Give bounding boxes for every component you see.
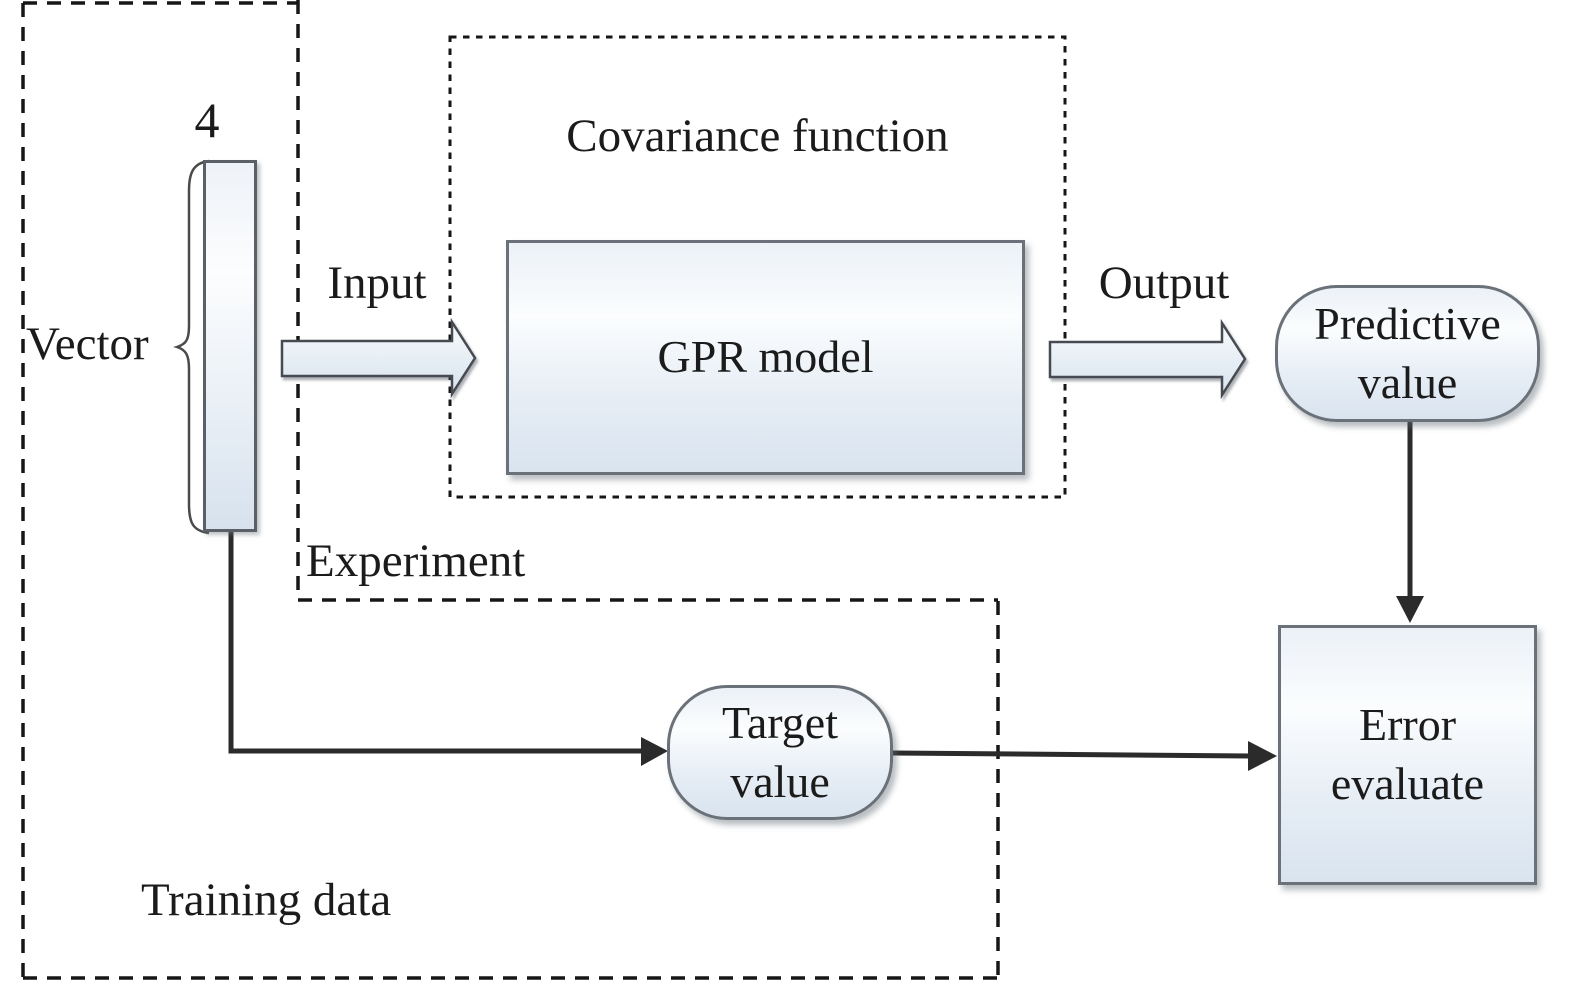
target-value-label: Target value — [722, 696, 838, 807]
output-label: Output — [1098, 257, 1230, 309]
predictive-to-error-arrow — [1396, 420, 1424, 623]
target-to-error-arrow — [892, 741, 1277, 771]
covariance-function-label: Covariance function — [566, 110, 949, 162]
predictive-value-node: Predictive value — [1275, 285, 1540, 422]
vector-to-target-arrow — [228, 530, 668, 766]
covariance-region-border — [448, 35, 1067, 499]
vector-label: Vector — [26, 318, 149, 370]
output-block-arrow — [1048, 318, 1247, 400]
vector-bar — [203, 160, 257, 532]
target-value-node: Target value — [667, 685, 893, 820]
vector-brace — [173, 159, 210, 535]
predictive-value-label: Predictive value — [1314, 297, 1501, 408]
input-label: Input — [327, 257, 427, 309]
vector-count-label: 4 — [194, 92, 220, 148]
training-data-label: Training data — [141, 874, 392, 926]
input-block-arrow — [280, 317, 477, 399]
gpr-model-node: GPR model — [506, 240, 1025, 475]
experiment-label: Experiment — [306, 535, 526, 587]
error-evaluate-node: Error evaluate — [1278, 625, 1537, 885]
gpr-model-label: GPR model — [657, 331, 874, 383]
error-evaluate-label: Error evaluate — [1330, 699, 1485, 809]
training-data-region-border — [21, 1, 1000, 980]
experiment-region-border — [296, 0, 998, 602]
